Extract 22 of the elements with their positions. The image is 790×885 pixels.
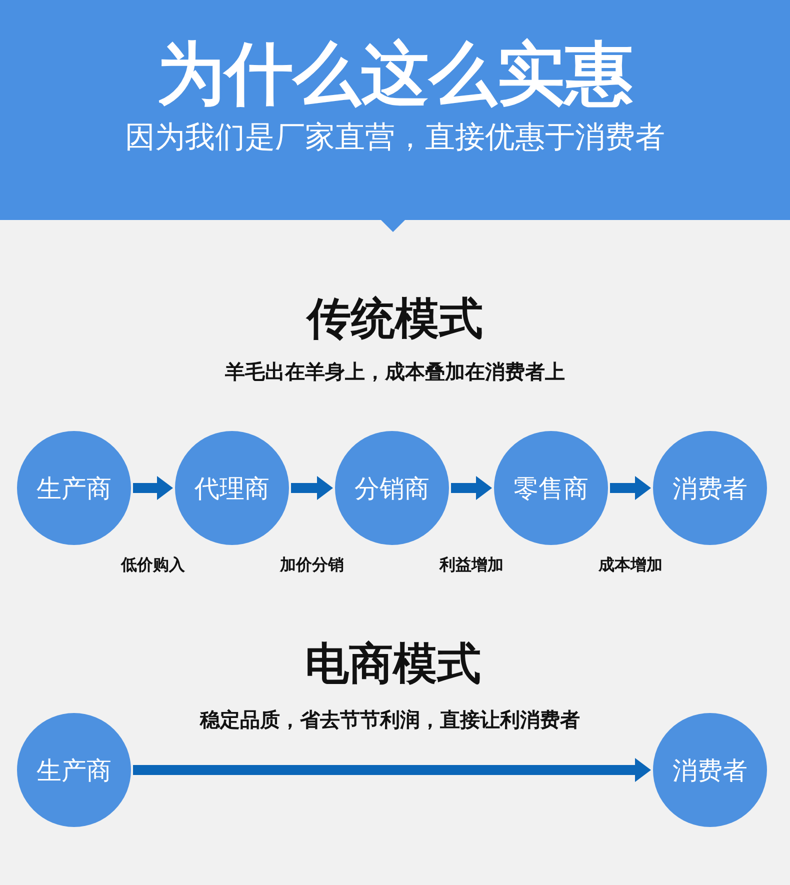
section-heading: 传统模式 xyxy=(307,294,483,346)
process-circle: 消费者 xyxy=(653,713,767,827)
edge-label: 利益增加 xyxy=(440,556,504,574)
edge-label: 低价购入 xyxy=(121,556,185,574)
process-circle: 生产商 xyxy=(17,431,131,545)
arrow xyxy=(133,476,173,500)
section-subtitle: 稳定品质，省去节节利润，直接让利消费者 xyxy=(200,708,580,732)
edge-label: 加价分销 xyxy=(280,556,344,574)
arrow xyxy=(610,476,651,500)
arrow xyxy=(133,758,651,782)
process-circle: 零售商 xyxy=(494,431,608,545)
arrow xyxy=(451,476,492,500)
page-title: 为什么这么实惠 xyxy=(157,36,633,114)
process-circle: 生产商 xyxy=(17,713,131,827)
edge-label: 成本增加 xyxy=(598,556,662,574)
section-heading: 电商模式 xyxy=(305,640,481,690)
process-circle: 代理商 xyxy=(175,431,289,545)
banner-subtitle: 因为我们是厂家直营，直接优惠于消费者 xyxy=(125,120,665,156)
process-circle: 分销商 xyxy=(335,431,449,545)
arrow xyxy=(291,476,333,500)
section-subtitle: 羊毛出在羊身上，成本叠加在消费者上 xyxy=(225,360,565,384)
process-circle: 消费者 xyxy=(653,431,767,545)
